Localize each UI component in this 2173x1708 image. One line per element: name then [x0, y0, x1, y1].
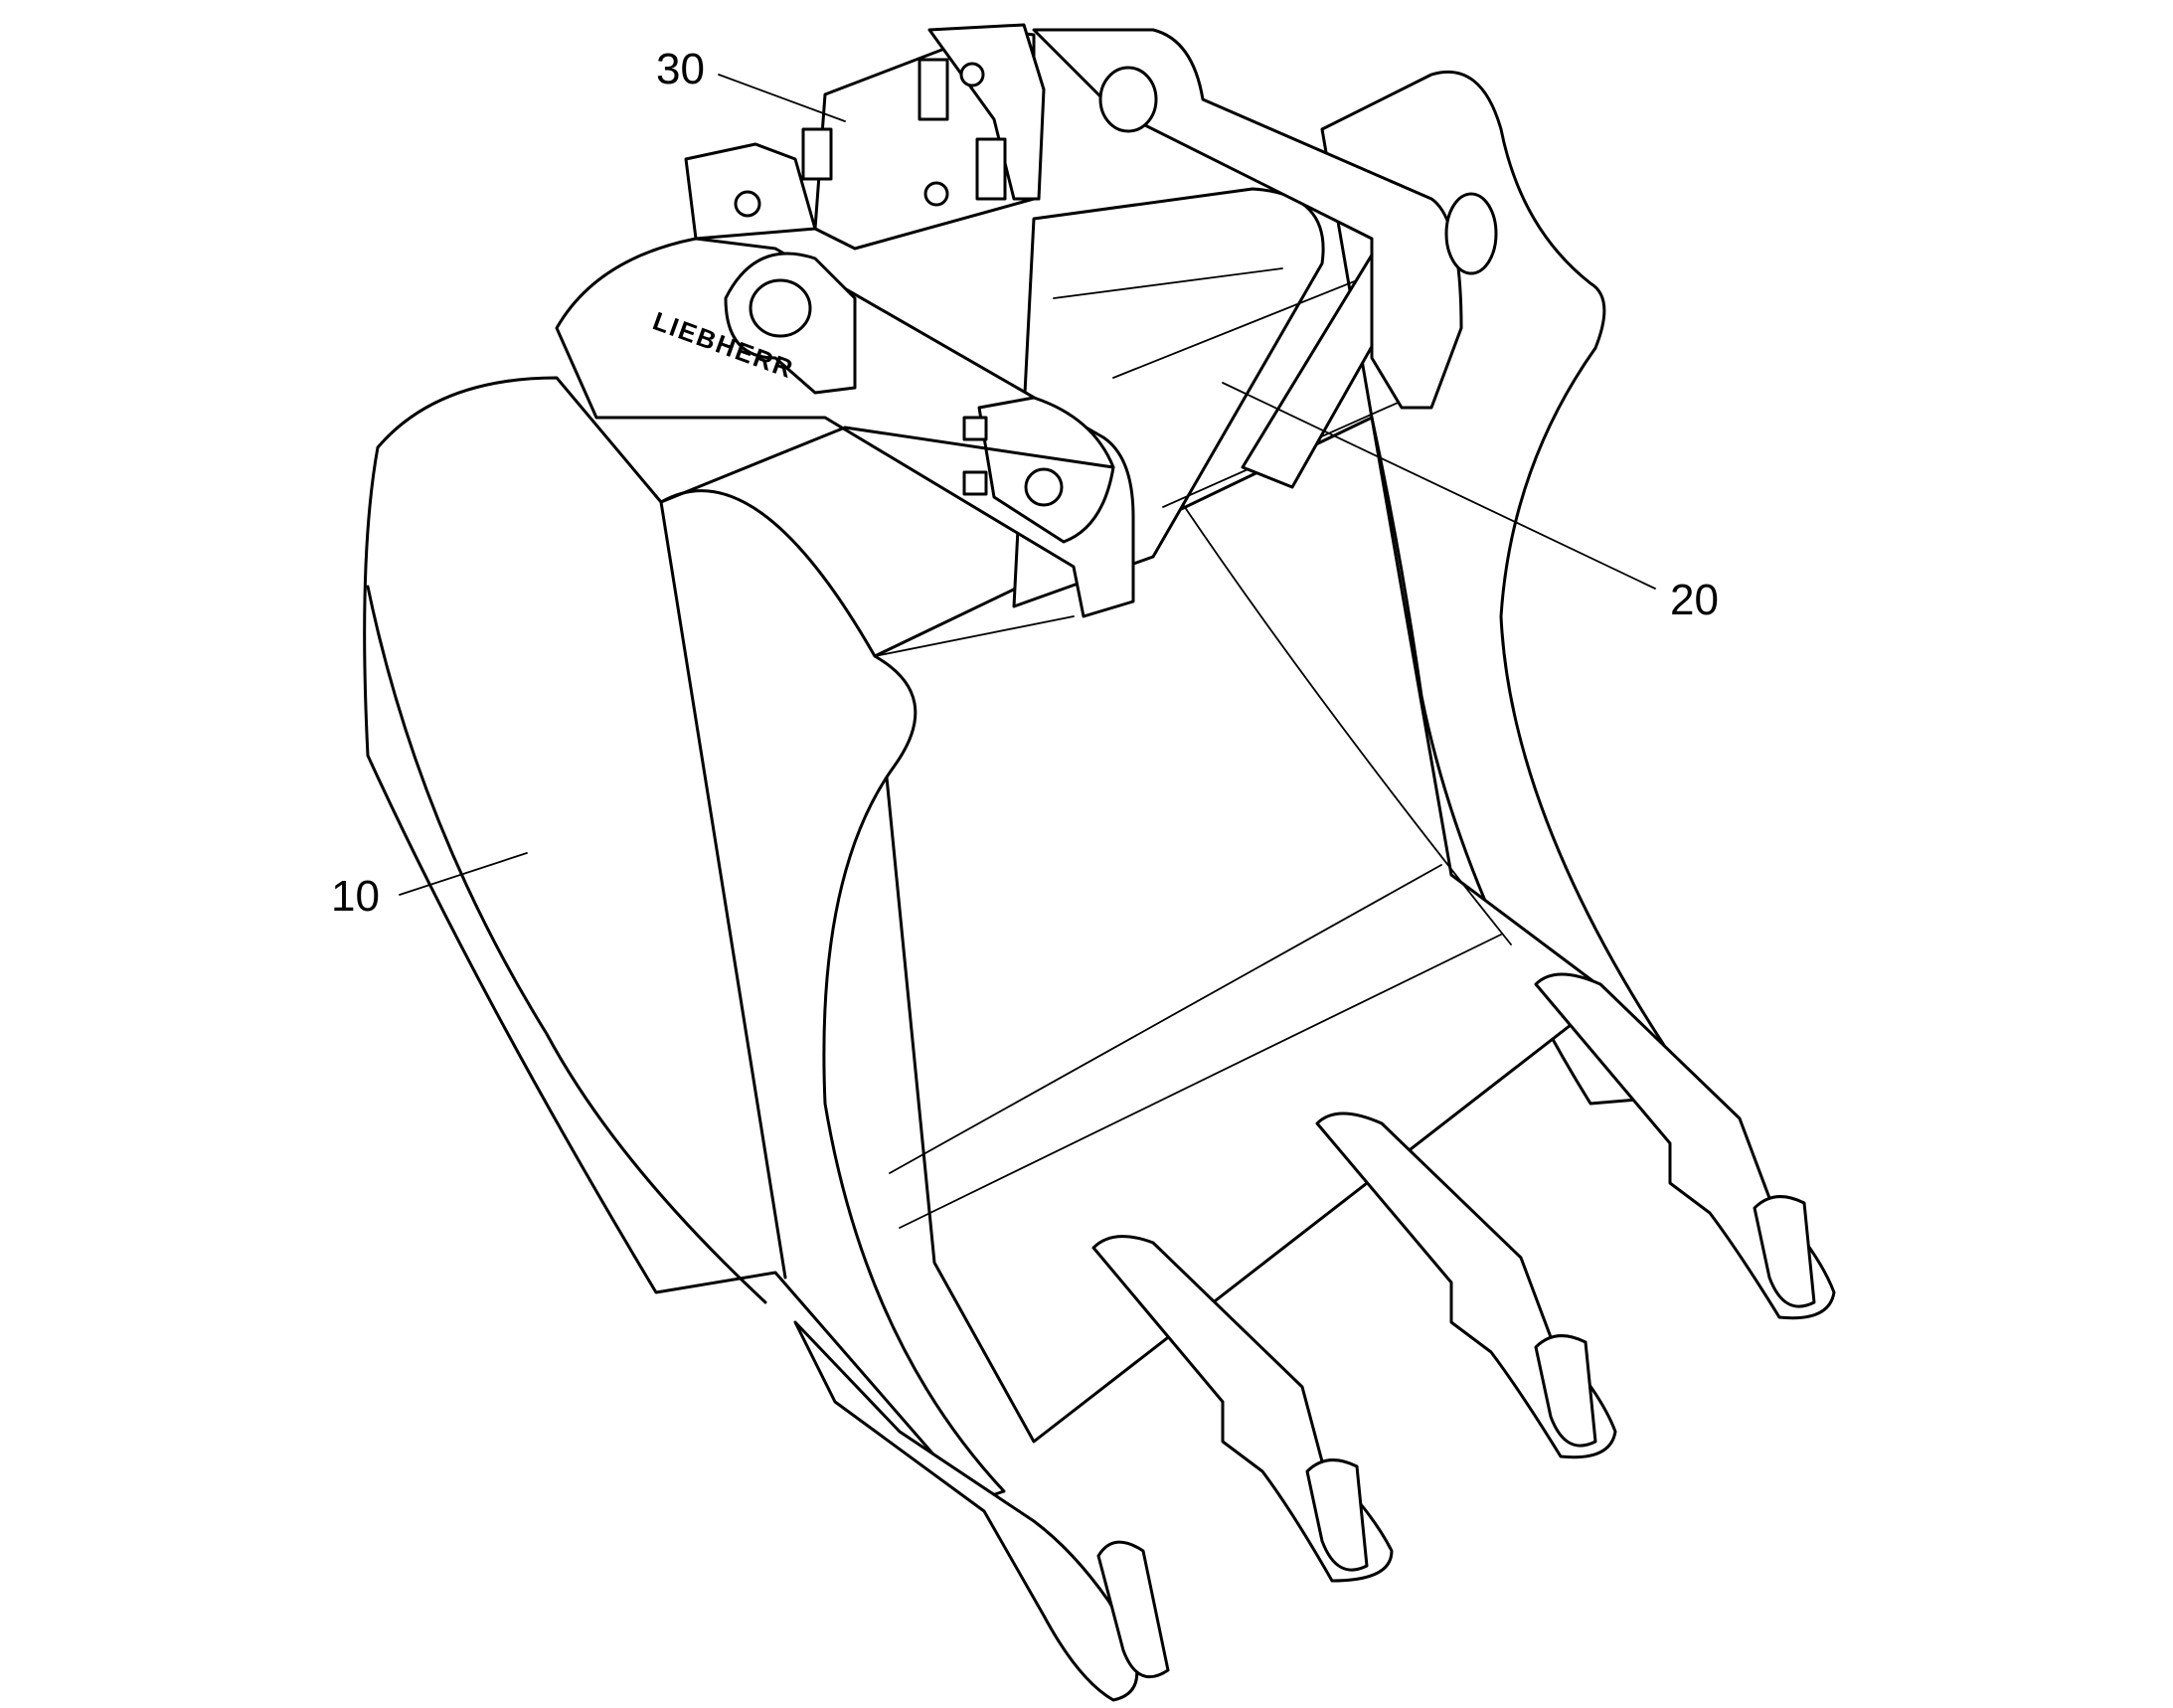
callout-30: 30	[656, 45, 705, 93]
leader-20	[1222, 382, 1656, 590]
rear-lug-plate	[1032, 28, 1463, 410]
left-side-plate	[363, 376, 1006, 1503]
callout-20: 20	[1670, 576, 1719, 624]
leader-10	[399, 852, 528, 896]
callout-10: 10	[331, 872, 380, 921]
leader-30	[718, 74, 846, 122]
tooth-1	[793, 1320, 1139, 1702]
